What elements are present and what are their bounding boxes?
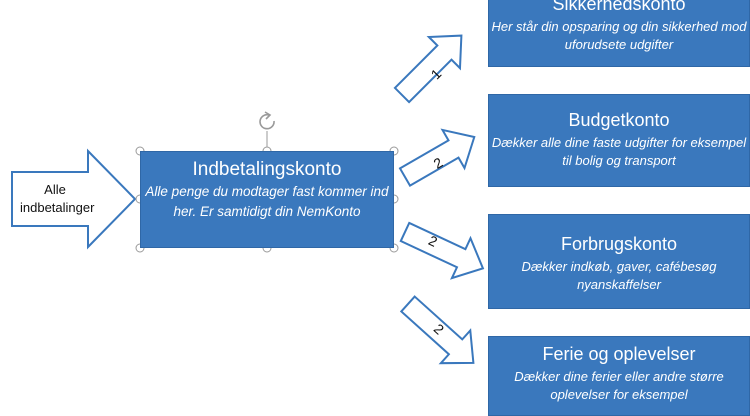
account-title: Forbrugskonto: [560, 234, 678, 254]
arrow-4: [399, 295, 475, 365]
arrow-1: [393, 34, 463, 104]
account-box-sikkerhedskonto[interactable]: Sikkerhedskonto Her står din opsparing o…: [488, 0, 750, 67]
main-account-box[interactable]: Indbetalingskonto Alle penge du modtager…: [140, 151, 394, 248]
diagram-canvas: [11, 34, 485, 365]
arrow-2: [398, 128, 476, 188]
account-box-forbrugskonto[interactable]: Forbrugskonto Dækker indkøb, gaver, café…: [488, 214, 750, 309]
account-description: Dækker alle dine faste udgifter for ekse…: [491, 135, 747, 168]
account-box-budgetkonto[interactable]: Budgetkonto Dækker alle dine faste udgif…: [488, 94, 750, 187]
main-account-title: Indbetalingskonto: [192, 159, 342, 180]
account-title: Sikkerhedskonto: [552, 0, 686, 14]
account-description: Her står din opsparing og din sikkerhed …: [491, 19, 747, 52]
account-title: Ferie og oplevelser: [542, 344, 696, 364]
account-box-ferie[interactable]: Ferie og oplevelser Dækker dine ferier e…: [488, 336, 750, 416]
account-title: Budgetkonto: [568, 110, 670, 130]
account-description: Dækker dine ferier eller andre større op…: [514, 369, 724, 402]
main-account-description: Alle penge du modtager fast kommer ind h…: [145, 184, 389, 219]
rotate-handle-icon[interactable]: [259, 111, 275, 130]
arrow-3: [399, 221, 485, 280]
input-label: Alle indbetalinger: [20, 182, 95, 215]
input-arrow: [11, 148, 137, 250]
account-description: Dækker indkøb, gaver, cafébesøg nyanskaf…: [521, 259, 717, 292]
